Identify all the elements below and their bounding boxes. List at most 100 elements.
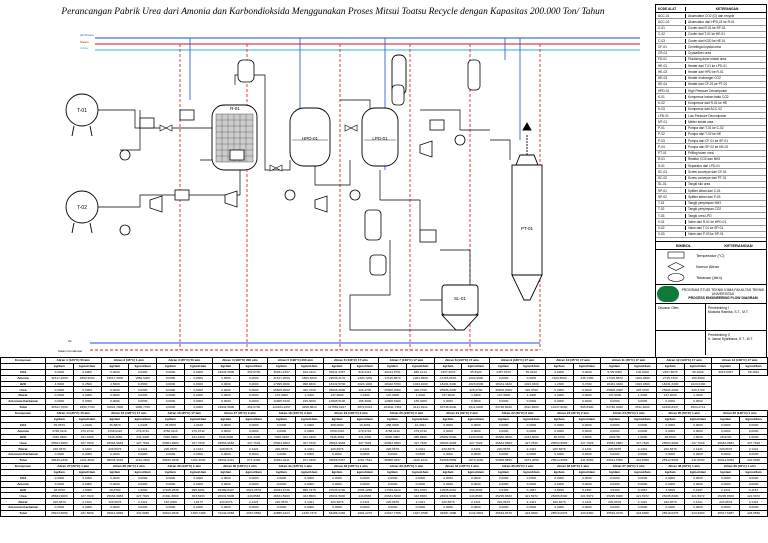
legend-code: C-03 bbox=[656, 38, 686, 43]
legend-code: CF-01 bbox=[656, 44, 686, 49]
label-air: Air bbox=[68, 339, 72, 343]
tank-t02 bbox=[65, 190, 99, 234]
drawn-by: Disusun Oleh: bbox=[656, 304, 706, 330]
stream-value: 1981,2270 bbox=[350, 510, 380, 518]
pressure-symbol-icon bbox=[667, 272, 685, 282]
legend-code: K-03 bbox=[656, 107, 686, 112]
legend-code: SC-02 bbox=[656, 176, 686, 181]
legend-code: S-01 bbox=[656, 163, 686, 168]
legend-desc: Tangki penyimpan CO2 bbox=[688, 207, 722, 212]
title-block: PROGRAM STUDI TEKNIK KIMIA FAKULTAS TEKN… bbox=[655, 284, 767, 358]
legend-col2: KETERANGAN bbox=[715, 6, 739, 11]
stream-value: 25914,5059 bbox=[45, 510, 74, 518]
legend-desc: Separator dari LPD-01 bbox=[688, 163, 720, 168]
legend-code: V-01 bbox=[656, 219, 686, 224]
label-sl01: SL-01 bbox=[454, 296, 467, 301]
legend-desc: Splitter aliran dari P-03 bbox=[688, 194, 721, 199]
legend-code: P-01 bbox=[656, 126, 686, 131]
stream-value: 431,5050 bbox=[72, 510, 102, 518]
stream-value: 72242,0083 bbox=[211, 510, 241, 518]
legend-desc: Cooler dari T-01 ke HE-01 bbox=[688, 32, 725, 37]
legend-desc: Low Pressure Decomposer bbox=[688, 113, 727, 118]
stream-value: 54486,2466 bbox=[322, 510, 352, 518]
legend-desc: Cooler dari R-01 ke SP-01 bbox=[688, 26, 726, 31]
legend-code: HE-01 bbox=[656, 63, 686, 68]
label-air-proses: Air Proses bbox=[80, 33, 94, 37]
legend-code: ACC-02 bbox=[656, 19, 686, 24]
stream-value: 423,9360 bbox=[572, 510, 602, 518]
legend-code: HE-03 bbox=[656, 76, 686, 81]
legend-code: HE-04 bbox=[656, 82, 686, 87]
label-lpd01: LPD-01 bbox=[372, 136, 388, 141]
stream-value: 1336,7379 bbox=[294, 510, 324, 518]
supervisor1-name: Mustofa Ramisa, S.T., M.T. bbox=[708, 310, 749, 315]
water-drops bbox=[189, 38, 521, 170]
supervisor2-label: Pembimbing II bbox=[708, 333, 730, 337]
legend-desc: Melter kristal urea bbox=[688, 119, 714, 124]
legend-desc: Pompa dari CF-01 ke SP-01 bbox=[688, 138, 729, 143]
legend-code: C-01 bbox=[656, 26, 686, 31]
legend-code: FD-01 bbox=[656, 57, 686, 62]
legend-code: K-02 bbox=[656, 101, 686, 106]
legend-code: SP-01 bbox=[656, 188, 686, 193]
stream-value: 68,4812 bbox=[739, 368, 768, 376]
legend-code: PT-01 bbox=[656, 151, 686, 156]
legend-code: K-01 bbox=[656, 94, 686, 99]
legend-code: HPD-01 bbox=[656, 88, 686, 93]
legend-code: SC-01 bbox=[656, 169, 686, 174]
stream-number-symbol-icon bbox=[667, 261, 685, 271]
supervisor1-label: Pembimbing I bbox=[708, 306, 729, 310]
legend-desc: Kompresor bahan baku CO2 bbox=[688, 94, 729, 99]
legend-code: T-01 bbox=[656, 201, 686, 206]
stream-value: 1360,7489 bbox=[183, 510, 213, 518]
legend-desc: Akumulator dari HPD-01 ke R-01 bbox=[688, 19, 735, 24]
diagram-title: Perancangan Pabrik Urea dari Amonia dan … bbox=[61, 7, 605, 17]
prilling-tower-pt01 bbox=[511, 122, 543, 301]
legend-desc: Akumulator CO2 (G) dan recycle bbox=[688, 13, 735, 18]
legend-desc: Fluidizing dryer kristal urea bbox=[688, 57, 727, 62]
legend-desc: Pompa dari T-02 ke HE bbox=[688, 132, 722, 137]
symbol-temperature: Temperatur (°C) bbox=[696, 253, 725, 258]
pfd-drawing: T-01 T-02 R-01 HPD-01 LPD-01 PT-01 SL-01… bbox=[58, 33, 640, 353]
legend-code: ACC-01 bbox=[656, 13, 686, 18]
legend-desc: Screw conveyor dari PT-01 bbox=[688, 176, 727, 181]
stream-value: 44167,7786 bbox=[378, 510, 407, 518]
stream-value: 25517,5987 bbox=[711, 510, 741, 518]
stream-value: 1407,9788 bbox=[405, 510, 435, 518]
label-pt01: PT-01 bbox=[521, 226, 534, 231]
small-equipment bbox=[119, 59, 481, 276]
label-t02: T-02 bbox=[77, 205, 87, 211]
legend-desc: High Pressure Decomposer bbox=[688, 88, 728, 93]
legend-desc: Crystallizer urea bbox=[688, 51, 712, 56]
